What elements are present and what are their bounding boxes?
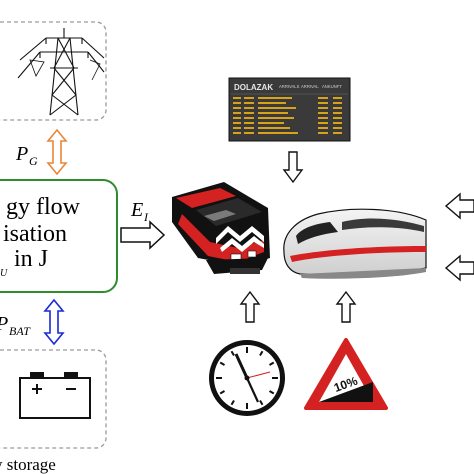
power-grid-group: [0, 21, 107, 121]
right-input-arrow-upper: [444, 192, 474, 220]
battery-power-label: P: [0, 313, 8, 335]
grid-power-subscript: G: [29, 154, 38, 168]
battery-power-subscript: BAT: [9, 324, 31, 338]
clock-to-trains-arrow: [239, 290, 261, 323]
freight-locomotive-icon: [172, 182, 270, 274]
energy-subscript: I: [143, 210, 149, 224]
optimisation-line-3: in J: [14, 246, 48, 272]
storage-label: y storage: [0, 455, 56, 474]
battery-power-double-arrow: [43, 298, 65, 346]
optimisation-subscript: U: [0, 268, 8, 279]
clock-icon: [209, 340, 285, 416]
optimisation-line-2: isation: [3, 221, 67, 247]
power-grid-dashed-box: [0, 21, 107, 121]
board-column-3: ANKUNFT: [322, 84, 342, 89]
battery-icon: [19, 372, 91, 419]
grid-power-double-arrow: [46, 128, 68, 176]
grid-power-label: P: [15, 143, 28, 165]
energy-label: E: [130, 199, 143, 221]
board-rows: [233, 97, 342, 134]
slope-to-trains-arrow: [335, 290, 357, 323]
storage-dashed-box: [0, 349, 107, 449]
optimisation-line-1: gy flow: [6, 194, 81, 220]
board-column-2: ARRIVAL: [301, 84, 319, 89]
departure-board-icon: DOLAZAK ARRIVALS ARRIVAL ANKUNFT: [228, 77, 351, 142]
optimisation-box: gy flow isation in J U: [0, 179, 118, 293]
board-to-trains-arrow: [282, 151, 304, 184]
high-speed-train-icon: [283, 208, 427, 279]
optimisation-box-border: [0, 179, 118, 293]
storage-group: y storage: [0, 349, 107, 474]
right-input-arrow-lower: [444, 254, 474, 282]
board-title: DOLAZAK: [234, 83, 273, 92]
slope-warning-sign-icon: 10%: [304, 338, 388, 410]
board-column-1: ARRIVALS: [279, 84, 300, 89]
energy-to-trains-arrow: [120, 220, 166, 250]
transmission-tower-icon: [17, 28, 105, 116]
